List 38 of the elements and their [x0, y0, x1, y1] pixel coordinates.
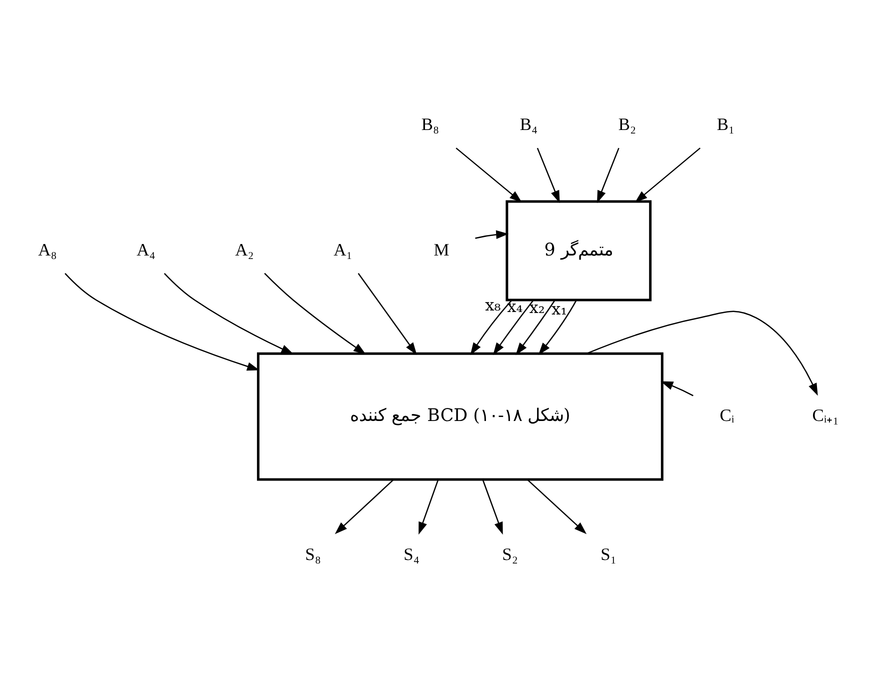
- node-text: S₁: [600, 544, 616, 564]
- node-text: B₄: [520, 114, 538, 134]
- arrow: [634, 147, 701, 202]
- arrow: [516, 299, 556, 355]
- node-text: A₄: [136, 238, 156, 259]
- arrow: [164, 272, 294, 354]
- arrow: [660, 380, 694, 396]
- node-text: S₄: [404, 544, 420, 564]
- node-box: جمع کننده BCD (شکل ۱۸-۱۰): [256, 352, 664, 480]
- node-text: M: [434, 238, 450, 259]
- node-text: Cᵢ₊₁: [812, 404, 839, 425]
- arrow: [482, 478, 503, 534]
- node-text: S₈: [305, 544, 321, 564]
- node-text: A₈: [38, 238, 57, 259]
- edge-label: x₈: [485, 295, 501, 314]
- arrow: [264, 272, 366, 354]
- arrow: [536, 147, 560, 203]
- arrow: [596, 147, 620, 203]
- edge-label: x₁: [551, 299, 568, 318]
- arrow: [64, 272, 260, 370]
- node-text: A₂: [235, 238, 254, 259]
- arrow: [538, 299, 577, 355]
- arrow: [527, 478, 587, 534]
- node-text: S₂: [502, 544, 518, 564]
- node-text: B₈: [421, 114, 440, 134]
- node-text: A₁: [334, 238, 352, 259]
- arrow: [475, 230, 509, 238]
- arrow: [418, 478, 439, 534]
- arrow: [492, 299, 534, 355]
- node-text: Cᵢ: [720, 404, 734, 425]
- arrow: [456, 147, 522, 202]
- arrow: [334, 478, 394, 534]
- node-box: متمم‌گر 9: [506, 200, 652, 301]
- node-text: B₁: [716, 114, 735, 134]
- arrow: [586, 310, 818, 396]
- node-text: B₂: [618, 114, 636, 134]
- arrow: [470, 299, 512, 355]
- arrow: [358, 272, 417, 354]
